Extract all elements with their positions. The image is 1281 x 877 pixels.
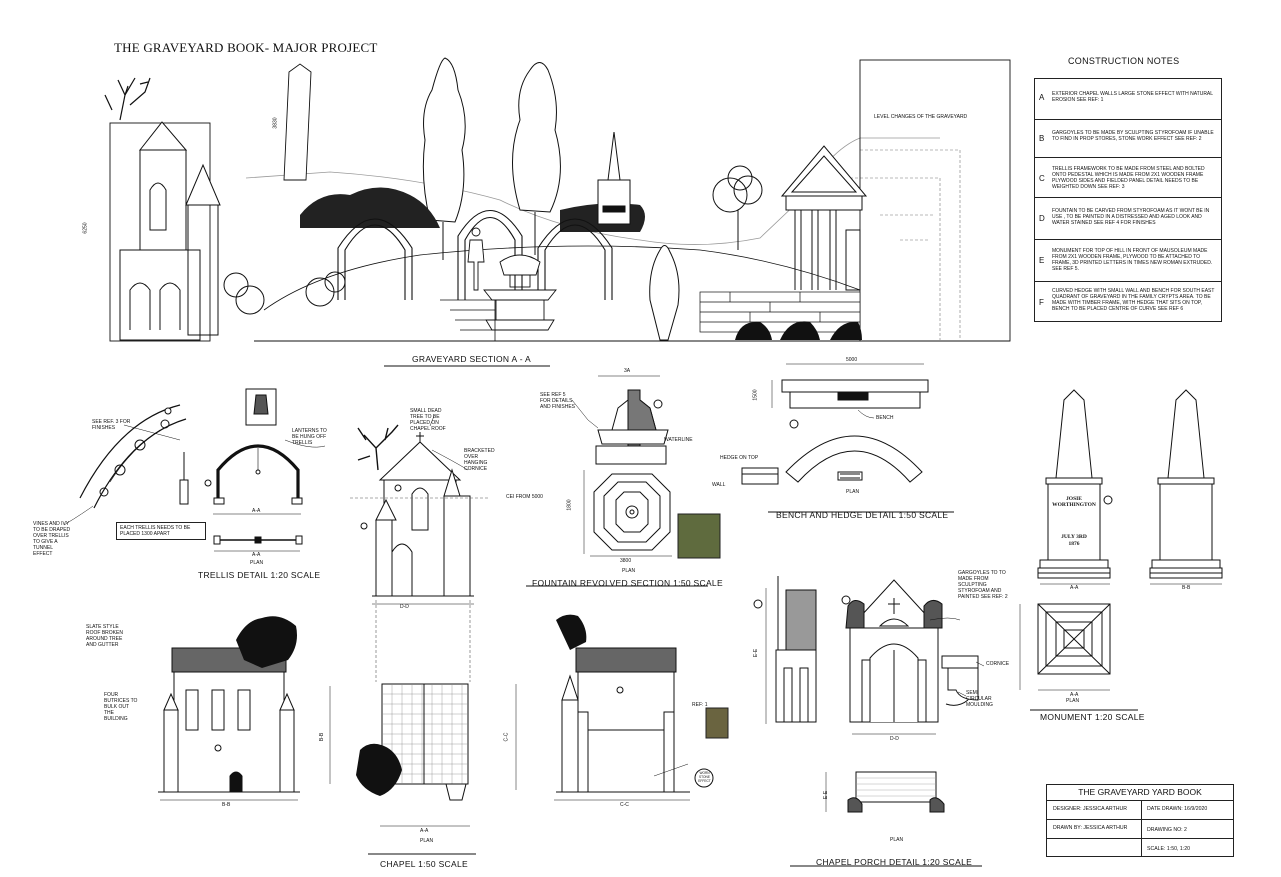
monument-date: JULY 3RD 1876 [1061,534,1087,547]
title-block-drawn-by: DRAWN BY: JESSICA ARTHUR [1053,825,1128,831]
graveyard-section-drawing [104,57,1011,367]
chapel-roof-note: SLATE STYLE ROOF BROKEN AROUND TREE AND … [86,624,123,648]
chapel-dim-cc: C-C [620,802,629,808]
chapel-ref-label: REF: 1 [692,702,708,708]
monument-plan-dim: A-A [1070,692,1079,698]
monument-dim-aa: A-A [1070,585,1079,591]
title-block: THE GRAVEYARD YARD BOOK DESIGNER: JESSIC… [1046,784,1234,857]
note-text: GARGOYLES TO BE MADE BY SCULPTING STYROF… [1052,130,1214,142]
wall-label: WALL [712,482,726,488]
title-block-title: THE GRAVEYARD YARD BOOK [1047,785,1233,801]
section-dim-left: 6250 [82,222,89,234]
fountain-plan-label: PLAN [622,568,636,574]
bench-dim-side: 1500 [752,389,759,401]
chapel-tree-note: SMALL DEAD TREE TO BE PLACED ON CHAPEL R… [410,408,446,432]
page-title: THE GRAVEYARD BOOK- MAJOR PROJECT [114,40,378,55]
porch-moulding-label: SEMI CIRCULAR MOULDING [966,690,993,708]
note-text: EXTERIOR CHAPEL WALLS LARGE STONE EFFECT… [1052,91,1213,103]
bench-caption: BENCH AND HEDGE DETAIL 1:50 SCALE [776,510,949,520]
trellis-caption: TRELLIS DETAIL 1:20 SCALE [198,570,321,580]
trellis-plan-label: PLAN [250,560,264,566]
title-block-designer: DESIGNER: JESSICA ARTHUR [1053,806,1127,812]
note-row-f: F CURVED HEDGE WITH SMALL WALL AND BENCH… [1035,281,1221,323]
fountain-waterline: WATERLINE [664,437,693,443]
chapel-front-drawing [350,415,490,682]
note-text: FOUNTAIN TO BE CARVED FROM STYROFOAM AS … [1052,208,1210,226]
stone-effect-label: WORN STONE EFFECT [698,771,711,783]
note-letter: F [1039,298,1044,307]
porch-plan-dim: E-E [823,790,830,800]
bench-label: BENCH [876,415,894,421]
note-letter: C [1039,174,1045,183]
note-text: MONUMENT FOR TOP OF HILL IN FRONT OF MAU… [1052,248,1213,272]
note-row-b: B GARGOYLES TO BE MADE BY SCULPTING STYR… [1035,119,1221,157]
note-row-a: A EXTERIOR CHAPEL WALLS LARGE STONE EFFE… [1035,79,1221,119]
bench-drawing [741,363,954,513]
porch-cornice-label: CORNICE [986,661,1010,667]
porch-plan-label: PLAN [890,837,904,843]
chapel-porch-drawing [753,576,985,867]
hedge-label: HEDGE ON TOP [720,455,759,461]
porch-gargoyle-note: GARGOYLES TO TO MADE FROM SCULPTING STYR… [958,570,1008,600]
fountain-caption: FOUNTAIN REVOLVED SECTION 1:50 SCALE [532,578,723,588]
chapel-plan-label: PLAN [420,838,434,844]
trellis-drawing [63,388,326,552]
title-block-scale: SCALE: 1:50, 1:20 [1147,846,1190,852]
note-letter: A [1039,93,1045,102]
chapel-buttress-note: FOUR BUTRICES TO BULK OUT THE BUILDING [104,692,138,722]
fountain-dim-top: 3A [624,368,631,374]
bench-plan-label: PLAN [846,489,860,495]
fountain-dim-width: 3800 [620,558,632,564]
trellis-spacing-note: EACH TRELLIS NEEDS TO BE PLACED 1300 APA… [116,522,206,540]
monument-plan-label: PLAN [1066,698,1080,704]
porch-caption: CHAPEL PORCH DETAIL 1:20 SCALE [816,857,973,867]
trellis-dim-aa: A-A [252,508,261,514]
title-block-drawing-no: DRAWING NO: 2 [1147,827,1187,833]
trellis-ref-note: SEE REF. 3 FOR FINISHES [92,419,131,431]
note-row-d: D FOUNTAIN TO BE CARVED FROM STYROFOAM A… [1035,197,1221,239]
note-text: TRELLIS FRAMEWORK TO BE MADE FROM STEEL … [1052,166,1205,190]
chapel-plan-side-dim: B-B [319,732,326,742]
fountain-drawing [526,375,708,587]
chapel-dim-bb: B-B [222,802,231,808]
fountain-reference-photo [677,513,721,559]
chapel-ceiling-note: CEI FROM 5000 [506,494,543,500]
note-text: CURVED HEDGE WITH SMALL WALL AND BENCH F… [1052,288,1215,312]
note-row-c: C TRELLIS FRAMEWORK TO BE MADE FROM STEE… [1035,157,1221,197]
fountain-dim-height: 1800 [566,499,573,511]
chapel-front-dim: D-D [400,604,409,610]
chapel-drawings [158,614,729,855]
monument-name: JOSIE WORTHINGTON [1052,496,1096,508]
fountain-note: SEE REF 5 FOR DETAILS AND FINISHES [540,392,576,410]
obelisk-dim: 3830 [272,117,279,129]
chapel-cornice-note: BRACKETED OVER HANGING CORNICE [464,448,495,472]
construction-notes-table: A EXTERIOR CHAPEL WALLS LARGE STONE EFFE… [1034,78,1222,322]
level-note: LEVEL CHANGES OF THE GRAVEYARD [874,114,968,120]
monument-caption: MONUMENT 1:20 SCALE [1040,712,1145,722]
note-letter: B [1039,134,1045,143]
monument-drawing [1019,389,1223,711]
trellis-plan-dim: A-A [252,552,261,558]
note-letter: D [1039,214,1045,223]
bench-dim: 5000 [846,357,858,363]
porch-side-dim: E-E [753,648,760,658]
chapel-caption: CHAPEL 1:50 SCALE [380,859,468,869]
section-caption: GRAVEYARD SECTION A - A [412,354,532,364]
monument-dim-bb: B-B [1182,585,1191,591]
chapel-dim-aa: A-A [420,828,429,834]
trellis-vines-note: VINES AND IVY TO BE DRAPED OVER TRELLIS … [33,521,71,557]
note-letter: E [1039,256,1045,265]
construction-notes-heading: CONSTRUCTION NOTES [1068,56,1180,66]
porch-dim-dd: D-D [890,736,899,742]
trellis-lantern-note: LANTERNS TO BE HUNG OFF TRELLIS [292,428,327,446]
title-block-date: DATE DRAWN: 16/9/2020 [1147,806,1208,812]
note-row-e: E MONUMENT FOR TOP OF HILL IN FRONT OF M… [1035,239,1221,281]
chapel-section-dim: C-C [503,732,510,742]
